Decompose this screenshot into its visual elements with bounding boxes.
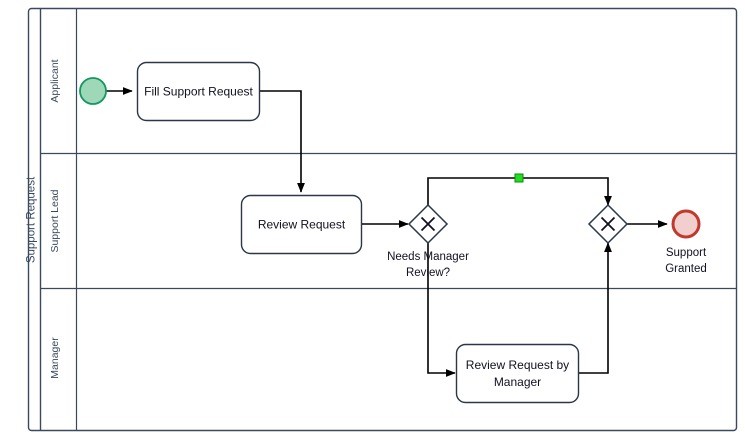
task-fill-support-request-box[interactable] — [136, 61, 261, 122]
task-review-request-by-manager-box[interactable] — [455, 343, 580, 404]
flow-fill-request-to-review-request[interactable] — [260, 90, 305, 193]
start-event-circle[interactable] — [79, 77, 107, 105]
task-review-request-by-manager[interactable]: Review Request by Manager — [455, 343, 580, 404]
sequence-flows — [106, 87, 668, 377]
gateway-needs-manager-review[interactable]: Needs Manager Review? — [387, 203, 469, 279]
end-event-label-line2: Granted — [665, 263, 707, 275]
task-review-request[interactable]: Review Request — [240, 194, 363, 255]
lane-manager[interactable]: Manager — [49, 288, 78, 431]
flow-waypoint-handle[interactable] — [514, 173, 524, 183]
end-event-support-granted[interactable]: Support Granted — [665, 209, 707, 275]
lane-label-support-lead: Support Lead — [49, 189, 61, 252]
pool-label: Support Request — [26, 176, 38, 263]
gateway-needs-manager-review-label-line1: Needs Manager — [387, 251, 469, 263]
exclusive-gateway-x-icon — [600, 216, 616, 232]
task-review-request-label: Review Request — [258, 218, 346, 232]
gateway-merge[interactable] — [587, 203, 629, 245]
gateway-needs-manager-review-label-line2: Review? — [406, 267, 450, 279]
lane-support-lead[interactable]: Support Lead — [40, 153, 737, 290]
end-event-label-line1: Support — [666, 247, 707, 259]
start-event[interactable] — [79, 77, 107, 105]
task-review-request-by-manager-label-line1: Review Request by — [466, 358, 569, 372]
selection-handle[interactable] — [514, 173, 524, 183]
lane-label-manager: Manager — [49, 337, 61, 379]
pool-support-request[interactable]: Support Request — [26, 7, 738, 432]
flow-review-by-manager-to-merge-gateway[interactable] — [579, 242, 612, 374]
exclusive-gateway-x-icon — [420, 216, 436, 232]
task-review-request-box[interactable] — [240, 194, 363, 255]
lane-label-applicant: Applicant — [49, 59, 61, 102]
task-fill-support-request[interactable]: Fill Support Request — [136, 61, 261, 122]
task-review-request-by-manager-label-line2: Manager — [494, 375, 541, 389]
pool-border[interactable] — [27, 7, 738, 432]
end-event-circle[interactable] — [671, 209, 701, 239]
lane-applicant[interactable]: Applicant — [40, 8, 737, 155]
task-fill-support-request-label: Fill Support Request — [144, 85, 253, 99]
flow-decision-gateway-to-review-by-manager[interactable] — [427, 243, 456, 377]
